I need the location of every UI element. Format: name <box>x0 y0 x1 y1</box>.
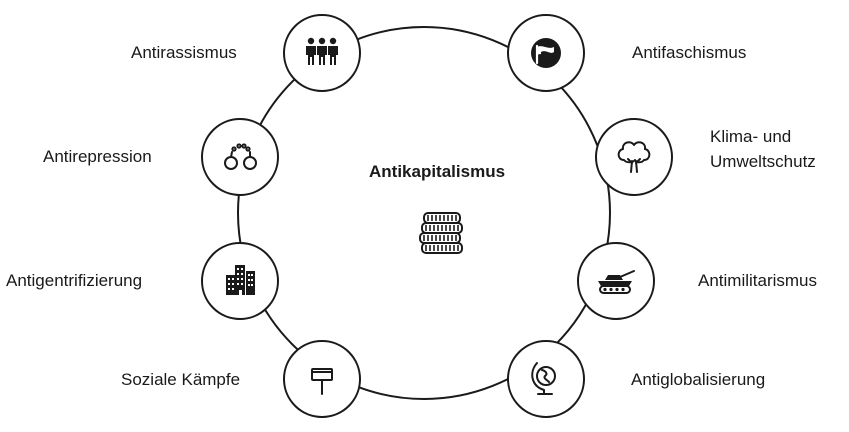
antifa-flag-icon <box>531 38 561 68</box>
connecting-ring <box>237 26 611 400</box>
label-antigentrifizierung: Antigentrifizierung <box>6 271 143 290</box>
label-antiglobalisierung: Antiglobalisierung <box>631 370 766 389</box>
node-antirepression-circle <box>201 118 279 196</box>
label-klima-line1: Klima- und <box>710 127 792 146</box>
label-soziale-kaempfe: Soziale Kämpfe <box>121 370 241 389</box>
center-label: Antikapitalismus <box>369 162 506 181</box>
protest-sign-icon <box>311 368 333 395</box>
buildings-icon <box>226 265 255 295</box>
label-antifaschismus: Antifaschismus <box>632 43 747 62</box>
label-klima-line2: Umweltschutz <box>710 152 816 171</box>
people-group-icon <box>306 37 338 65</box>
label-antirepression: Antirepression <box>43 147 152 166</box>
coin-stack-icon <box>419 212 463 254</box>
tank-icon <box>598 270 635 294</box>
node-klima-circle <box>595 118 673 196</box>
handcuffs-icon <box>224 143 257 170</box>
tree-icon <box>617 141 651 173</box>
label-antirassismus: Antirassismus <box>131 43 237 62</box>
globe-icon <box>531 362 556 395</box>
label-antimilitarismus: Antimilitarismus <box>698 271 818 290</box>
